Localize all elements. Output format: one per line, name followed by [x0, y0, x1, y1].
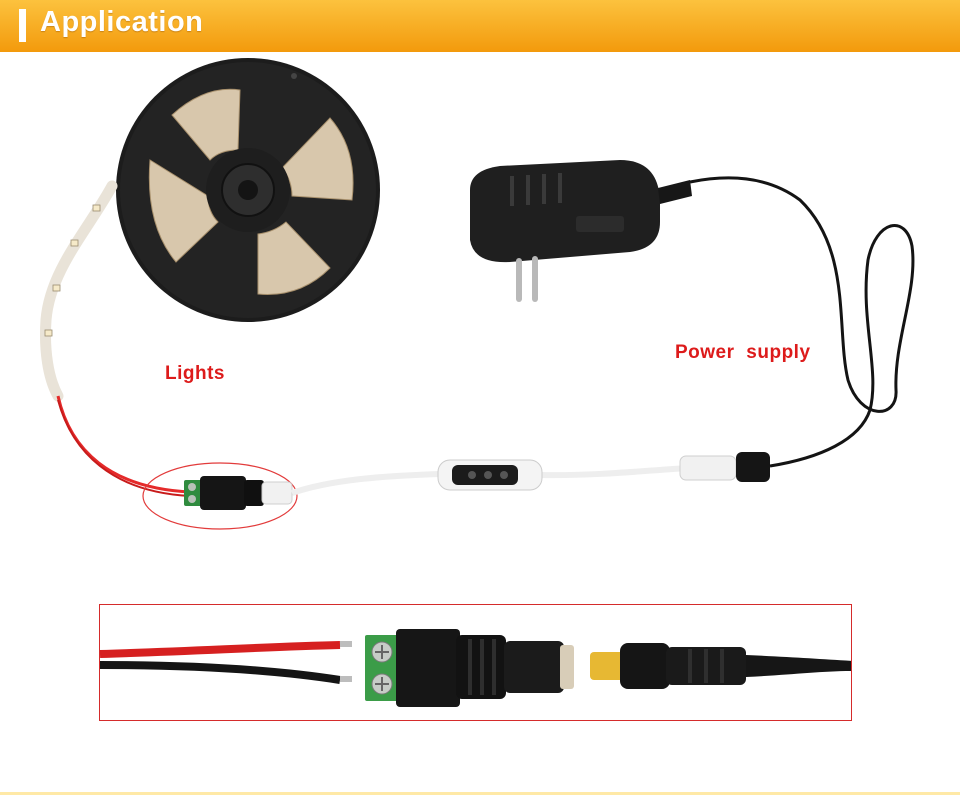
female-dc-connector [184, 476, 293, 510]
connector-detail-illustration [100, 629, 851, 707]
male-dc-plug [679, 452, 770, 482]
led-strip-reel [116, 58, 380, 322]
dimmer-controller [437, 459, 543, 491]
footer-divider [0, 792, 960, 795]
lights-label: Lights [165, 363, 225, 384]
power-supply-label: Power supply [675, 342, 811, 363]
power-cable [689, 176, 915, 468]
detail-female-connector [396, 629, 574, 707]
section-title: Application [40, 6, 204, 38]
detail-terminal-block [365, 635, 399, 701]
product-illustration [40, 58, 915, 530]
led-strip [40, 180, 118, 402]
power-adapter [470, 160, 692, 302]
header-accent-bar [19, 9, 26, 42]
detail-male-plug [590, 643, 851, 689]
detail-red-wire [100, 641, 341, 658]
section-header: Application [0, 0, 960, 52]
detail-black-wire [100, 661, 341, 684]
connector-detail-panel [99, 604, 852, 721]
connector-highlight-ellipse [142, 462, 298, 530]
